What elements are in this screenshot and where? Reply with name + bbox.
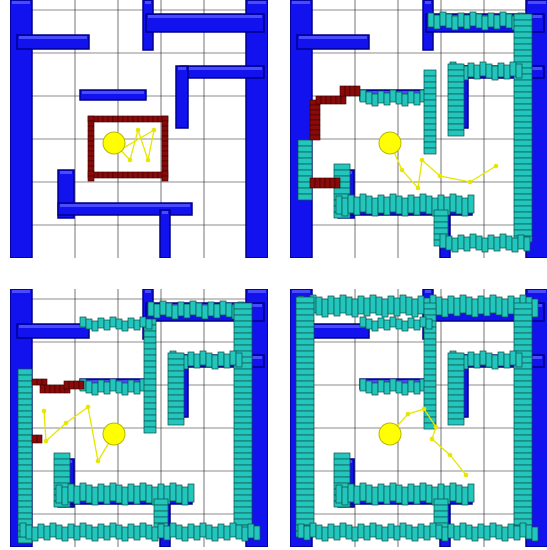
path-node bbox=[86, 405, 91, 410]
maze-map bbox=[10, 289, 268, 547]
maze-map bbox=[290, 0, 547, 258]
path-node bbox=[430, 437, 435, 442]
path-node bbox=[152, 128, 157, 133]
path-node bbox=[468, 180, 473, 185]
path-node bbox=[434, 425, 439, 430]
robot-icon bbox=[103, 132, 125, 154]
path-node bbox=[136, 128, 141, 133]
panel-step-1 bbox=[10, 0, 268, 258]
robot-icon bbox=[379, 423, 401, 445]
path-node bbox=[406, 412, 411, 417]
path-node bbox=[96, 459, 101, 464]
maze-map bbox=[10, 0, 268, 258]
path-node bbox=[448, 453, 453, 458]
panel-step-2 bbox=[290, 0, 547, 258]
robot-icon bbox=[103, 423, 125, 445]
path-node bbox=[44, 439, 49, 444]
panel-step-3 bbox=[10, 289, 268, 547]
path-node bbox=[64, 421, 69, 426]
path-node bbox=[42, 409, 47, 414]
robot-icon bbox=[379, 132, 401, 154]
path-node bbox=[128, 158, 133, 163]
path-node bbox=[420, 158, 425, 163]
path-node bbox=[146, 158, 151, 163]
panel-step-4 bbox=[290, 289, 547, 547]
path-node bbox=[494, 164, 499, 169]
path-node bbox=[438, 174, 443, 179]
maze-map bbox=[290, 289, 547, 547]
path-node bbox=[422, 407, 427, 412]
path-node bbox=[416, 186, 421, 191]
path-node bbox=[464, 473, 469, 478]
path-node bbox=[400, 168, 405, 173]
